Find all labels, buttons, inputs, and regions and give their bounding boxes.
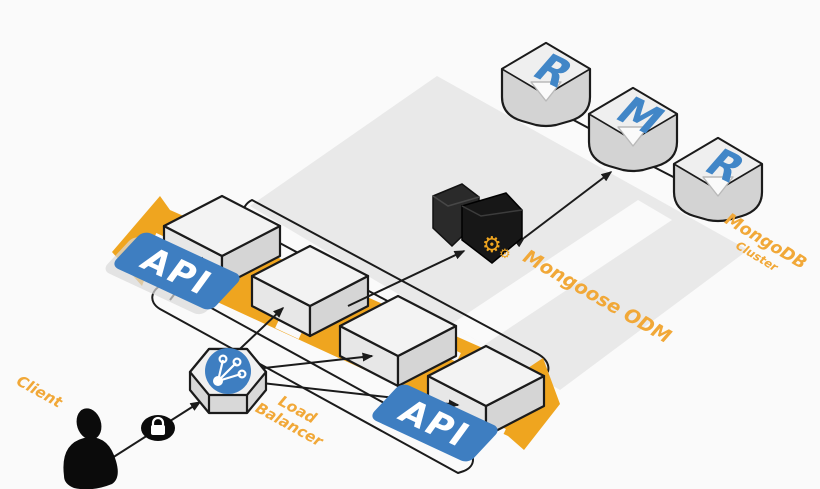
mongodb-cluster-dice: R M R (500, 41, 764, 223)
replica-die-3: R (672, 136, 764, 223)
share-network-icon (205, 348, 251, 394)
api-server-box-3 (338, 294, 458, 388)
svg-text:⚙: ⚙ (499, 247, 511, 262)
lock-icon (141, 415, 175, 441)
client-label: Client (13, 372, 66, 412)
road-stripe (438, 200, 672, 353)
svg-text:⚙: ⚙ (482, 233, 502, 258)
replica-die-2: M (587, 86, 679, 173)
odm-to-mongodb-line (513, 171, 613, 248)
api-badge-top: API (105, 232, 240, 315)
api-server-boxes (162, 194, 546, 438)
api-server-box-2 (250, 244, 370, 338)
person-icon (63, 408, 118, 489)
gears-icon: ⚙ ⚙ (432, 183, 523, 264)
replica-die-1: R (500, 41, 592, 128)
api-to-odm-line (347, 250, 466, 307)
load-balancer-label: Load Balancer (252, 392, 327, 451)
